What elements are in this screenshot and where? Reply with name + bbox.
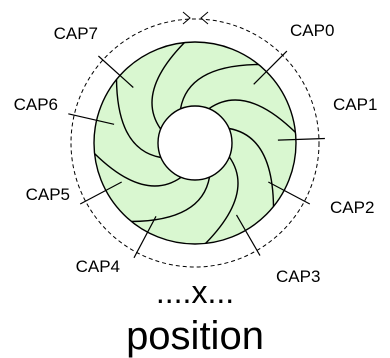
capacitor-blade-edge: [228, 127, 275, 207]
capacitor-segments: [94, 42, 296, 244]
sensor-center-hole: [157, 105, 233, 181]
cap-label-1: CAP1: [333, 95, 377, 114]
cap-leader-line: [268, 181, 311, 205]
cap-leader-line: [253, 50, 288, 85]
cap-label-4: CAP4: [76, 257, 120, 276]
rotation-arrow-icon: [182, 11, 209, 25]
capacitor-blade-edge: [205, 156, 239, 244]
cap-leader-line: [79, 181, 122, 205]
cap-leader-line: [133, 216, 157, 259]
position-marker-text: ....x...: [156, 274, 234, 310]
cap-leader-line: [97, 55, 134, 88]
cap-leader-line: [277, 137, 325, 141]
cap-label-0: CAP0: [290, 21, 334, 40]
cap-label-5: CAP5: [26, 185, 70, 204]
cap-leader-line: [68, 113, 115, 125]
cap-label-6: CAP6: [14, 95, 58, 114]
cap-leader-line: [235, 214, 261, 256]
capacitor-blade-edge: [179, 63, 259, 110]
cap-label-7: CAP7: [54, 24, 98, 43]
rotation-guide-circle: [70, 18, 320, 268]
capacitor-blade-edge: [131, 176, 211, 223]
capacitor-blade-edge: [208, 99, 296, 133]
capacitor-blade-edge: [115, 79, 162, 159]
cap-label-3: CAP3: [276, 267, 320, 286]
position-caption: position: [126, 314, 264, 358]
capacitor-blade-edge: [94, 153, 182, 187]
capacitor-blade-edge: [151, 42, 185, 130]
cap-label-2: CAP2: [330, 198, 374, 217]
